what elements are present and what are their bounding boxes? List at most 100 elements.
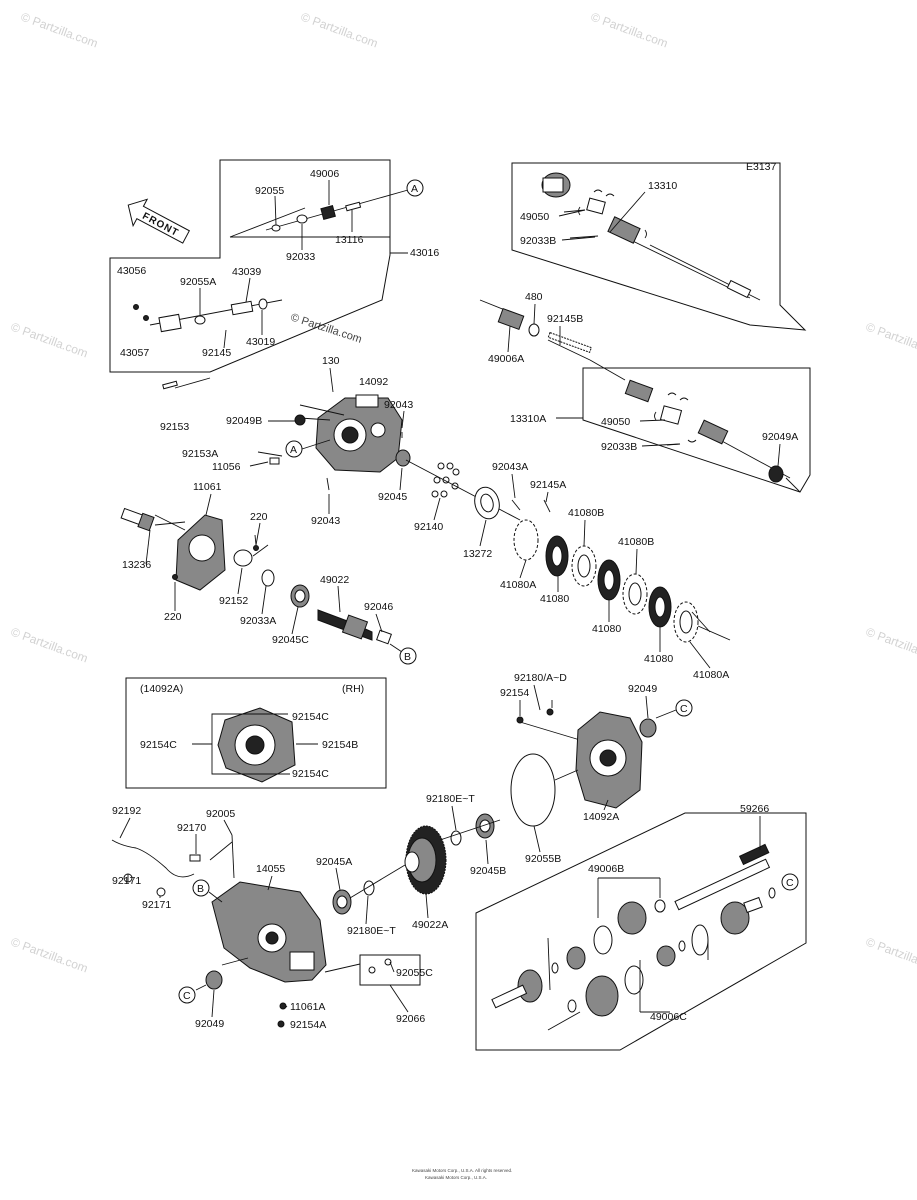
- part-label: 92180E~T: [347, 925, 396, 937]
- part-label: 92055: [255, 185, 284, 197]
- callout-c-label: C: [786, 877, 794, 889]
- callout-c: [675, 699, 693, 717]
- universal-joint-lower: [624, 379, 729, 445]
- part-label: 92045C: [272, 634, 309, 646]
- universal-joint-upper: [541, 172, 641, 244]
- part-label: 92170: [177, 822, 206, 834]
- o-ring-part: [271, 224, 281, 232]
- part-label: 11056: [212, 461, 241, 473]
- part-label: 92055C: [396, 967, 433, 979]
- axle-shaft-59266: [674, 843, 771, 911]
- part-label: 49022A: [412, 919, 448, 931]
- callout-a-label: A: [290, 444, 297, 456]
- callout-c: [781, 873, 799, 891]
- part-label: 92043: [384, 399, 413, 411]
- part-label: 49006: [310, 168, 339, 180]
- seal-92049: [639, 718, 657, 738]
- part-label: 92152: [219, 595, 248, 607]
- callout-a-label: A: [411, 183, 418, 195]
- part-label: 43039: [232, 266, 261, 278]
- part-label: 220: [250, 511, 268, 523]
- front-gear-case: [315, 394, 403, 473]
- watermark: © Partzilla.com: [864, 320, 917, 361]
- diagram-code: E3137: [746, 161, 777, 173]
- ring-gear-49022a: [404, 825, 447, 895]
- part-label: 92192: [112, 805, 141, 817]
- part-label: 41080: [644, 653, 673, 665]
- front-arrow: FRONT: [127, 198, 191, 244]
- part-label: 92049A: [762, 431, 798, 443]
- watermark: © Partzilla.com: [9, 935, 90, 976]
- callout-b-label: B: [404, 651, 411, 663]
- part-label: 49006B: [588, 863, 624, 875]
- part-label: 14055: [256, 863, 285, 875]
- spring-part: [230, 300, 254, 316]
- part-label: 49050: [601, 416, 630, 428]
- part-label: 92066: [396, 1013, 425, 1025]
- watermark: © Partzilla.com: [864, 935, 917, 976]
- boot-upper: [617, 899, 666, 935]
- part-label: 92145: [202, 347, 231, 359]
- part-label: 92154B: [322, 739, 358, 751]
- watermark: © Partzilla.com: [289, 311, 363, 345]
- part-label: 14092A: [583, 811, 619, 823]
- rh-cover-inset: [125, 677, 387, 789]
- part-label: 13236: [122, 559, 151, 571]
- spring-92145b: [547, 331, 592, 353]
- part-label: 43057: [120, 347, 149, 359]
- part-label: 49006C: [650, 1011, 687, 1023]
- part-label: 92154C: [292, 711, 329, 723]
- part-label: 41080B: [568, 507, 604, 519]
- callout-b-label: B: [197, 883, 204, 895]
- seal-92049a: [768, 465, 784, 483]
- part-label: 92140: [414, 521, 443, 533]
- part-label: 41080A: [693, 669, 729, 681]
- part-label: 11061: [193, 481, 222, 493]
- leader-lines: [119, 180, 781, 1018]
- part-label: 92043: [311, 515, 340, 527]
- seal-92049b-lower: [205, 970, 223, 990]
- part-label: 13310A: [510, 413, 546, 425]
- watermark: © Partzilla.com: [299, 10, 380, 51]
- copyright-line: Kawasaki Motors Corp., U.S.A. All rights…: [412, 1168, 512, 1173]
- stub-shaft-inner: [491, 969, 543, 1009]
- callout-b: [399, 647, 417, 665]
- part-label: 220: [164, 611, 182, 623]
- watermark: © Partzilla.com: [589, 10, 670, 51]
- part-label: 92046: [364, 601, 393, 613]
- part-label: 13272: [463, 548, 492, 560]
- rh-cover-14092a-inset: [217, 707, 296, 783]
- copyright-line: Kawasaki Motors Corp., U.S.A.: [425, 1175, 487, 1180]
- part-label: 92171: [142, 899, 171, 911]
- part-label: 43056: [117, 265, 146, 277]
- part-label: 92033A: [240, 615, 276, 627]
- o-ring-92055b: [510, 753, 556, 827]
- part-label: 49022: [320, 574, 349, 586]
- part-label: 92049B: [226, 415, 262, 427]
- part-label: 92153: [160, 421, 189, 433]
- part-label: 92154C: [140, 739, 177, 751]
- part-label: 92055A: [180, 276, 216, 288]
- part-label: 92153A: [182, 448, 218, 460]
- part-label: 41080A: [500, 579, 536, 591]
- bushing-92152: [233, 549, 253, 567]
- part-label: 92033: [286, 251, 315, 263]
- seal-92049b: [294, 414, 306, 426]
- callout-c-label: C: [183, 990, 191, 1002]
- callout-b: [192, 879, 210, 897]
- part-label: 43019: [246, 336, 275, 348]
- part-label: 92180/A~D: [514, 672, 567, 684]
- watermarks: © Partzilla.com © Partzilla.com © Partzi…: [9, 10, 917, 976]
- part-label: 92049: [628, 683, 657, 695]
- part-label: 41080B: [618, 536, 654, 548]
- part-label: 92171: [112, 875, 141, 887]
- propeller-shaft-box: [511, 162, 807, 331]
- bevel-pinion-group: [120, 507, 403, 653]
- part-label: 92145B: [547, 313, 583, 325]
- part-label: 92154C: [292, 768, 329, 780]
- part-label: 92055B: [525, 853, 561, 865]
- part-label: 130: [322, 355, 340, 367]
- bearing-92045: [395, 449, 411, 467]
- shift-lever-part: [158, 313, 182, 333]
